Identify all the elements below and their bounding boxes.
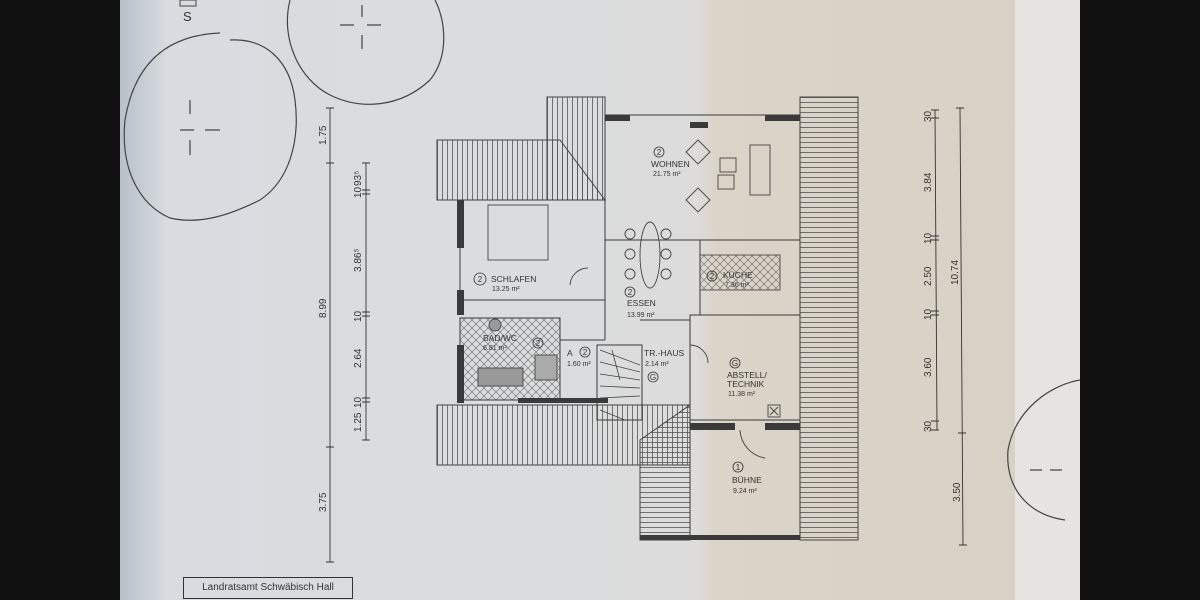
room-name-a: A [567, 348, 573, 358]
dim-label: 93⁵ [353, 171, 364, 186]
dim-label: 10 [923, 308, 934, 320]
room-labels [473, 146, 744, 473]
north-marker: S [183, 9, 192, 24]
dim-label: 2.50 [923, 266, 934, 286]
room-area-buehne: 9.24 m² [733, 488, 757, 495]
room-marker: 2 [478, 275, 483, 284]
dim-label: 10 [923, 232, 934, 244]
dim-label: 10 [353, 186, 364, 198]
room-marker: 2 [657, 148, 662, 157]
dimension-labels: 1.75 8.99 3.75 10 93⁵ 3.86⁵ 10 2.64 10 1… [318, 110, 963, 512]
dim-label: 30 [923, 420, 934, 432]
room-name-trhaus: TR.-HAUS [644, 348, 684, 358]
room-marker: 1 [736, 463, 741, 472]
dim-label: 3.50 [952, 482, 963, 502]
room-name-wohnen: WOHNEN [651, 159, 690, 169]
dim-label: 8.99 [318, 298, 329, 318]
room-floor-markers: 2 2 2 2 2 2 G G 1 [478, 148, 741, 472]
room-name-technik: TECHNIK [727, 379, 765, 389]
dimension-lines [326, 107, 967, 563]
tree-symbols [123, 0, 1081, 521]
room-name-schlafen: SCHLAFEN [491, 274, 536, 284]
room-area-abstell: 11.38 m² [728, 391, 756, 398]
room-name-buehne: BÜHNE [732, 475, 762, 485]
room-area-essen: 13.99 m² [627, 312, 655, 319]
dim-label: 3.86⁵ [353, 248, 364, 272]
exterior-walls [457, 115, 800, 540]
roof-hatching [436, 96, 859, 541]
room-area-bad: 6.81 m² [483, 345, 507, 352]
interior-walls [459, 114, 801, 539]
dim-label: 1.25 [353, 412, 364, 432]
dim-label: 30 [923, 110, 934, 122]
staircase [599, 349, 641, 421]
room-area-a: 1.60 m² [567, 361, 591, 368]
room-marker: 2 [583, 348, 588, 357]
room-marker: 2 [710, 272, 715, 281]
authority-stamp: Landratsamt Schwäbisch Hall [183, 577, 353, 599]
room-marker: G [650, 373, 656, 382]
room-area-wohnen: 21.75 m² [653, 171, 681, 178]
room-name-kueche: KÜCHE [723, 270, 753, 280]
room-name-abstell: ABSTELL/ [727, 370, 767, 380]
dim-label: 10.74 [950, 260, 961, 285]
dim-label: 3.75 [318, 492, 329, 512]
dim-label: 3.84 [923, 172, 934, 192]
adjacent-page [1015, 0, 1080, 600]
marker-box [179, 0, 197, 7]
room-name-bad: BAD/WC [483, 333, 517, 343]
dim-label: 10 [353, 310, 364, 322]
room-marker: 2 [536, 339, 541, 348]
room-area-trhaus: 2.14 m² [645, 361, 669, 368]
dim-label: 10 [353, 396, 364, 408]
room-marker: G [732, 359, 738, 368]
room-area-kueche: 7.36 m² [725, 282, 749, 289]
room-name-essen: ESSEN [627, 298, 656, 308]
dim-label: 2.64 [353, 348, 364, 368]
dim-label: 1.75 [318, 125, 329, 145]
room-marker: 2 [628, 288, 633, 297]
room-area-schlafen: 13.25 m² [492, 286, 520, 293]
dim-label: 3.60 [923, 357, 934, 377]
furniture [477, 139, 781, 459]
